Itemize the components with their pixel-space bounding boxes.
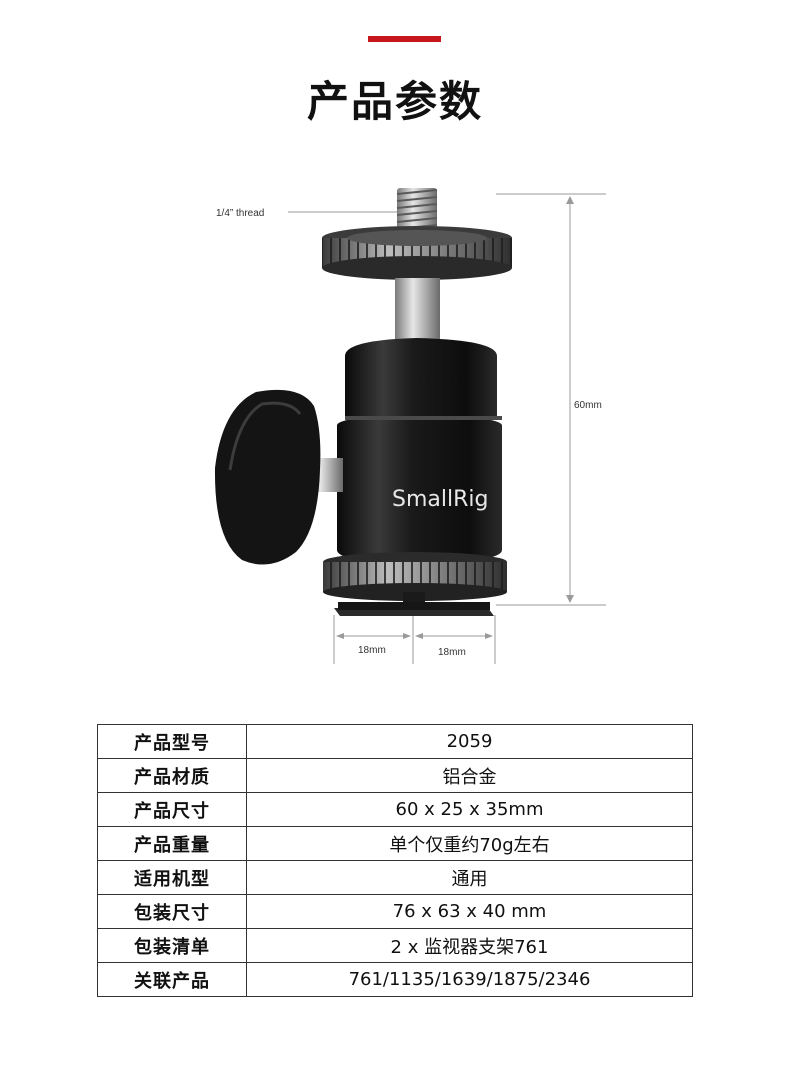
thread-screw xyxy=(396,188,438,232)
steel-post xyxy=(395,278,440,344)
spec-label: 包装清单 xyxy=(97,928,247,963)
product-diagram: 1/4” thread 60mm 18mm 18mm Smal xyxy=(214,188,606,664)
spec-value: 60 x 25 x 35mm xyxy=(246,792,693,827)
title-accent-bar xyxy=(368,36,441,42)
dimension-lines xyxy=(288,193,606,664)
table-row: 产品尺寸 60 x 25 x 35mm xyxy=(97,792,693,827)
spec-value: 单个仅重约70g左右 xyxy=(246,826,693,861)
spec-value: 铝合金 xyxy=(246,758,693,793)
table-row: 包装清单 2 x 监视器支架761 xyxy=(97,928,693,963)
table-row: 产品型号 2059 xyxy=(97,724,693,759)
cold-shoe-base xyxy=(334,592,494,616)
table-row: 适用机型 通用 xyxy=(97,860,693,895)
table-row: 产品材质 铝合金 xyxy=(97,758,693,793)
table-row: 包装尺寸 76 x 63 x 40 mm xyxy=(97,894,693,929)
brand-logo-text: SmallRig xyxy=(392,487,488,512)
thread-label: 1/4” thread xyxy=(216,208,264,219)
spec-label: 产品尺寸 xyxy=(97,792,247,827)
spec-label: 包装尺寸 xyxy=(97,894,247,929)
top-lock-wheel xyxy=(322,226,512,280)
page-title: 产品参数 xyxy=(306,77,483,126)
side-lock-knob xyxy=(214,389,343,565)
ball-head-body xyxy=(337,338,502,564)
table-row: 产品重量 单个仅重约70g左右 xyxy=(97,826,693,861)
spec-value: 761/1135/1639/1875/2346 xyxy=(246,962,693,997)
spec-label: 适用机型 xyxy=(97,860,247,895)
table-row: 关联产品 761/1135/1639/1875/2346 xyxy=(97,962,693,997)
dimension-arrows xyxy=(336,196,574,639)
spec-label: 产品重量 xyxy=(97,826,247,861)
spec-value: 76 x 63 x 40 mm xyxy=(246,894,693,929)
spec-value: 通用 xyxy=(246,860,693,895)
spec-label: 关联产品 xyxy=(97,962,247,997)
spec-value: 2059 xyxy=(246,724,693,759)
width-right-label: 18mm xyxy=(438,647,466,658)
width-left-label: 18mm xyxy=(358,645,386,656)
spec-table: 产品型号 2059 产品材质 铝合金 产品尺寸 60 x 25 x 35mm 产… xyxy=(97,724,693,997)
spec-label: 产品材质 xyxy=(97,758,247,793)
spec-value: 2 x 监视器支架761 xyxy=(246,928,693,963)
height-label: 60mm xyxy=(574,400,602,411)
spec-label: 产品型号 xyxy=(97,724,247,759)
